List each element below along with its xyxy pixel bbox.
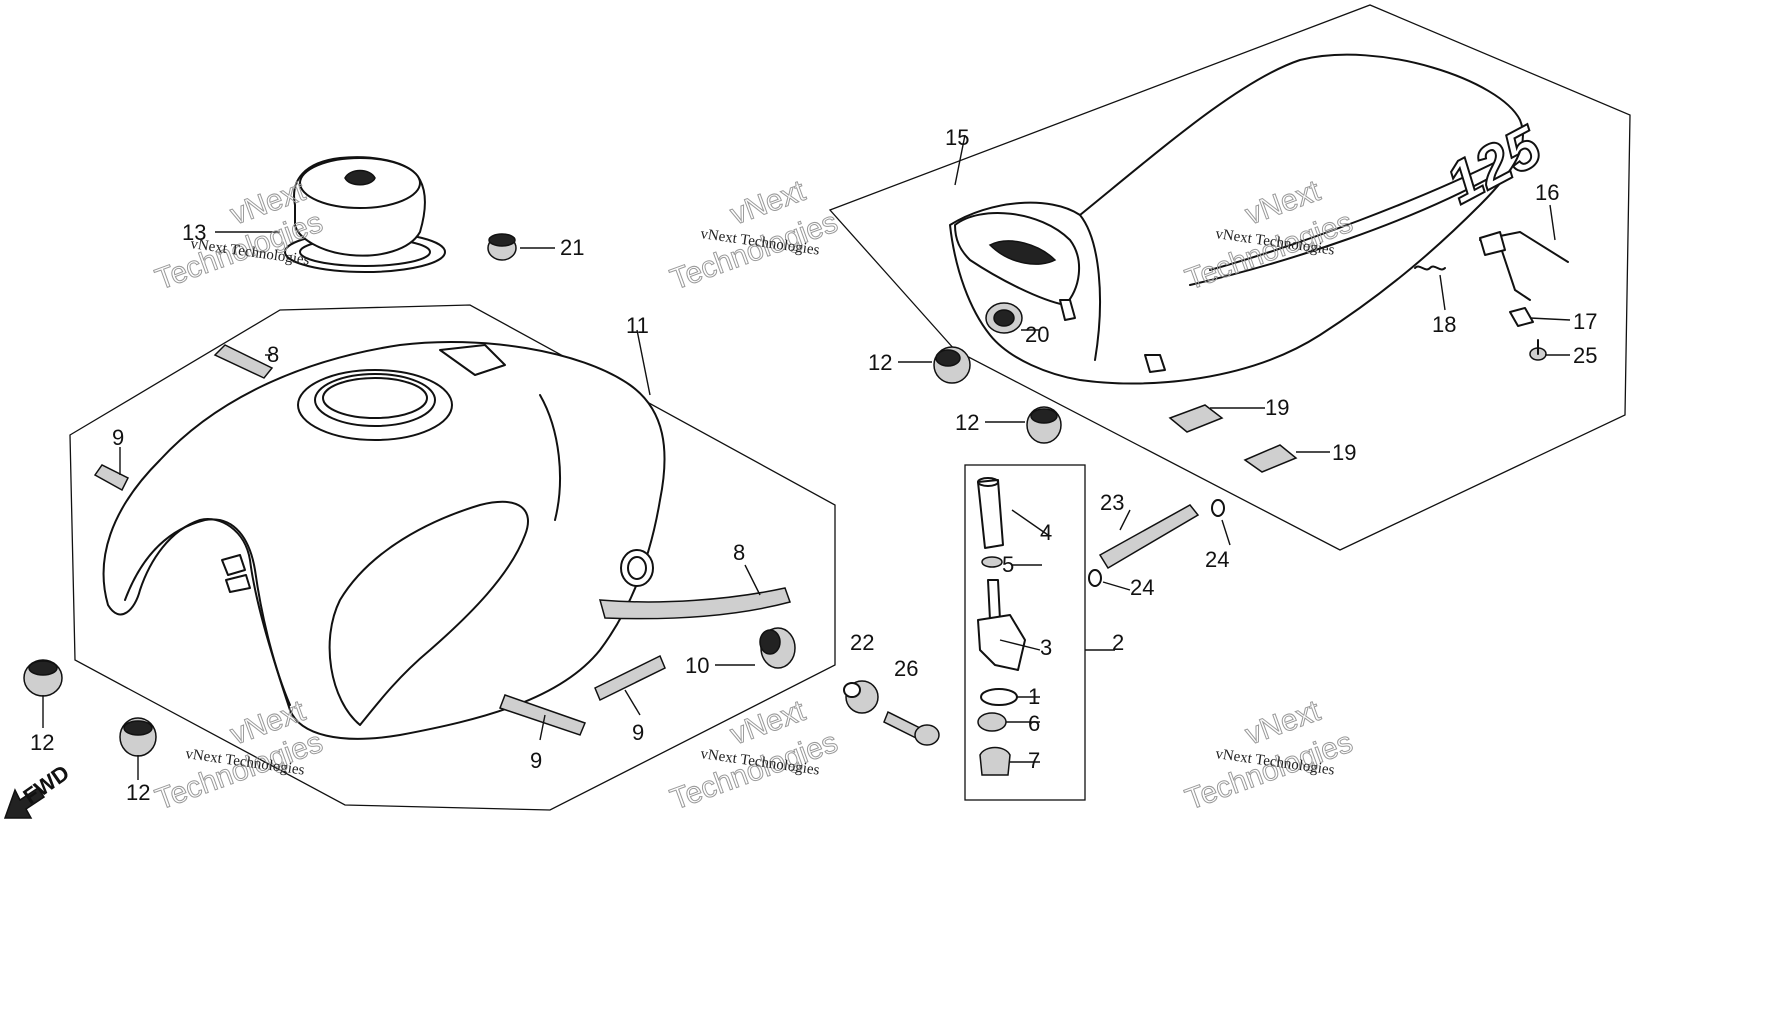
callout-9-c: 9	[530, 748, 542, 773]
rubber-strip-9-c	[499, 694, 586, 736]
clip-24-b	[1211, 499, 1225, 517]
callout-25: 25	[1573, 343, 1597, 368]
forward-direction-indicator: FWD	[3, 760, 74, 819]
callout-2: 2	[1112, 630, 1124, 655]
fuel-hose-23	[1098, 504, 1200, 570]
fuel-tank	[102, 340, 666, 740]
callout-21: 21	[560, 235, 584, 260]
callout-12-c: 12	[868, 350, 892, 375]
callout-12-a: 12	[30, 730, 54, 755]
callout-17: 17	[1573, 309, 1597, 334]
rubber-strip-9-b	[594, 654, 666, 702]
fuel-valve-parts	[977, 477, 1026, 776]
callout-12-b: 12	[126, 780, 150, 805]
fuel-valve-group-outline	[964, 464, 1086, 801]
rubber-strip-8-a	[213, 344, 274, 379]
callout-16: 16	[1535, 180, 1559, 205]
seat-bumper-19-a	[1168, 404, 1224, 433]
callout-7: 7	[1028, 748, 1040, 773]
callout-18: 18	[1432, 312, 1456, 337]
clip-24-a	[1088, 569, 1102, 587]
callout-22: 22	[850, 630, 874, 655]
screw-25	[1529, 339, 1547, 361]
callout-10: 10	[685, 653, 709, 678]
rubber-strip-8-b	[598, 587, 791, 620]
grommet-21	[487, 233, 517, 261]
damper-12-a	[23, 659, 63, 697]
callout-9-a: 9	[112, 425, 124, 450]
callout-9-b: 9	[632, 720, 644, 745]
callout-19-b: 19	[1332, 440, 1356, 465]
fuel-cap	[284, 156, 446, 273]
seat-latch-16	[1479, 231, 1569, 301]
callout-11: 11	[626, 313, 649, 338]
callout-8-b: 8	[733, 540, 745, 565]
callout-5: 5	[1002, 552, 1014, 577]
callout-24-a: 24	[1205, 547, 1229, 572]
callout-4: 4	[1040, 520, 1052, 545]
seat-bumper-19-b	[1243, 444, 1298, 473]
callouts: 13 21 8 9 11 8 10 9 9 12 12 15 12 12 20 …	[30, 125, 1597, 805]
spring-18	[1414, 265, 1446, 271]
damper-12-c	[933, 346, 971, 384]
callout-19-a: 19	[1265, 395, 1289, 420]
callout-3: 3	[1040, 635, 1052, 660]
leader-lines	[42, 134, 1571, 780]
callout-23: 23	[1100, 490, 1124, 515]
callout-6: 6	[1028, 711, 1040, 736]
rubber-strip-9-a	[93, 464, 130, 492]
fuel-tank-group-outline	[69, 304, 836, 811]
seat: 125	[949, 53, 1553, 385]
forward-arrow-icon	[3, 786, 46, 819]
callout-13: 13	[182, 220, 206, 245]
callout-12-d: 12	[955, 410, 979, 435]
forward-label: FWD	[19, 760, 74, 809]
callout-8-a: 8	[267, 342, 279, 367]
drain-bolt-10	[759, 627, 796, 669]
bolt-26	[883, 710, 940, 746]
callout-15: 15	[945, 125, 969, 150]
collar-22	[843, 680, 879, 714]
damper-12-b	[119, 717, 157, 757]
callout-24-b: 24	[1130, 575, 1154, 600]
callout-20: 20	[1025, 322, 1049, 347]
bracket-17	[1509, 307, 1534, 327]
grommet-20	[985, 302, 1023, 334]
callout-1: 1	[1028, 684, 1040, 709]
damper-12-d	[1026, 406, 1062, 444]
callout-26: 26	[894, 656, 918, 681]
